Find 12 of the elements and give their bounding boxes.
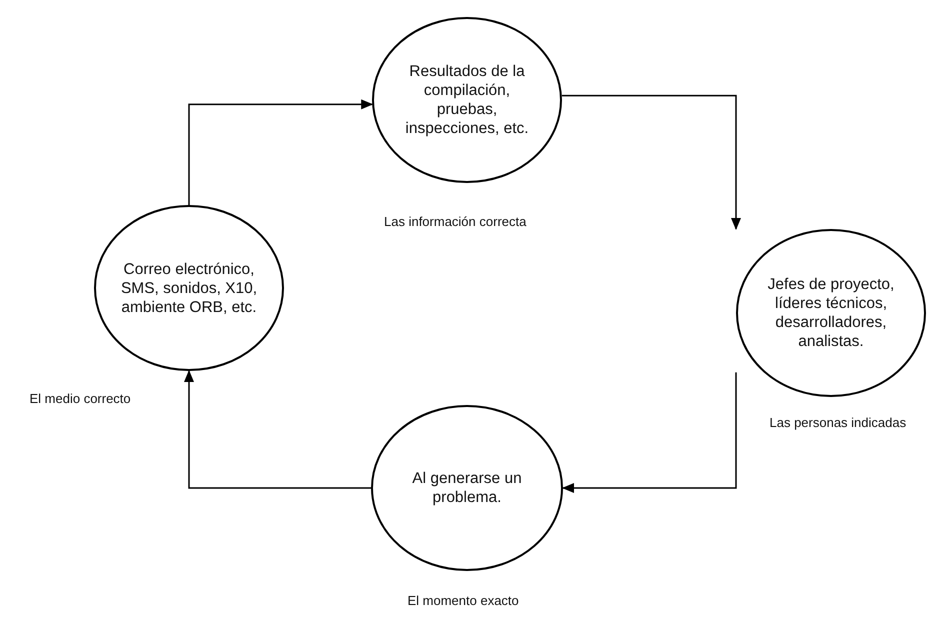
caption-text: El momento exacto bbox=[408, 593, 519, 608]
arrow bbox=[184, 370, 371, 489]
caption-text: Las personas indicadas bbox=[770, 415, 906, 430]
node-text: Al generarse un problema. bbox=[411, 469, 523, 507]
caption-text: Las información correcta bbox=[384, 214, 526, 229]
arrow bbox=[562, 94, 741, 230]
node-text: Resultados de la compilación, pruebas, inspecciones, etc. bbox=[404, 62, 530, 138]
arrow bbox=[188, 99, 374, 205]
node-text: Jefes de proyecto, líderes técnicos, desarrolladores, analistas. bbox=[766, 275, 896, 351]
arrow bbox=[562, 372, 737, 493]
node-text: Correo electrónico, SMS, sonidos, X10, ambiente ORB, etc. bbox=[120, 260, 258, 316]
caption-text: El medio correcto bbox=[30, 391, 131, 406]
